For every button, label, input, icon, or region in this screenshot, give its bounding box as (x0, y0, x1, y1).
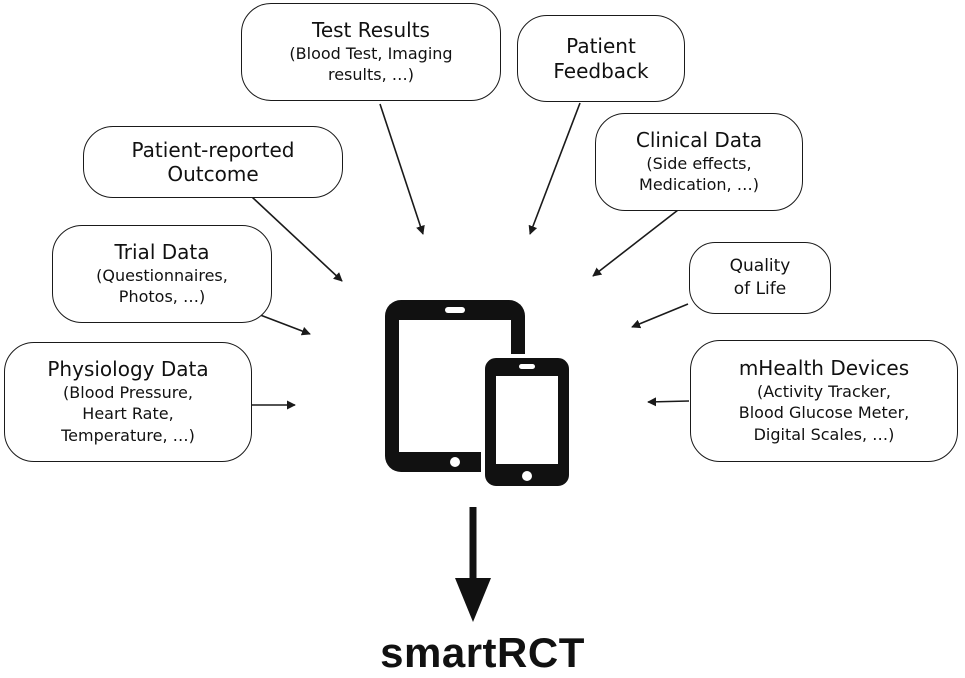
source-bubble-patient-reported-outcome: Patient-reported Outcome (83, 126, 343, 198)
arrow-trial-data (254, 312, 311, 336)
source-bubble-physiology-data: Physiology Data (Blood Pressure, Heart R… (4, 342, 252, 462)
source-detail: Blood Glucose Meter, (738, 403, 910, 423)
source-detail: results, …) (327, 65, 414, 85)
source-detail: Photos, …) (118, 287, 206, 307)
source-bubble-test-results: Test Results (Blood Test, Imaging result… (241, 3, 501, 101)
source-detail: (Blood Test, Imaging (289, 43, 453, 63)
tablet-and-smartphone-icon (385, 300, 573, 490)
arrow-test-results (379, 103, 425, 235)
arrow-mhealth-devices (647, 397, 690, 407)
source-title: Patient (566, 34, 636, 59)
result-label: smartRCT (380, 629, 585, 676)
source-detail: Medication, …) (639, 175, 759, 195)
source-title: Physiology Data (47, 357, 209, 382)
source-bubble-clinical-data: Clinical Data (Side effects, Medication,… (595, 113, 803, 211)
arrow-quality-of-life (631, 303, 689, 329)
source-bubble-trial-data: Trial Data (Questionnaires, Photos, …) (52, 225, 272, 323)
source-detail: (Side effects, (646, 153, 752, 173)
arrow-output-head (455, 578, 491, 622)
arrow-patient-feedback (528, 102, 581, 235)
source-title: Clinical Data (635, 128, 763, 153)
source-bubble-patient-feedback: Patient Feedback (517, 15, 685, 102)
source-bubble-mhealth-devices: mHealth Devices (Activity Tracker, Blood… (690, 340, 958, 462)
source-title: Trial Data (114, 240, 210, 265)
source-detail: Quality (729, 256, 791, 277)
source-detail: Digital Scales, …) (753, 424, 895, 444)
source-title: Test Results (312, 18, 430, 43)
smartphone-icon (481, 354, 573, 490)
source-detail: (Activity Tracker, (757, 381, 891, 401)
source-detail: Temperature, …) (61, 425, 195, 445)
source-bubble-quality-of-life: Quality of Life (689, 242, 831, 314)
source-detail: (Questionnaires, (96, 265, 228, 285)
source-title: mHealth Devices (738, 356, 910, 381)
source-title: Patient-reported (131, 137, 295, 162)
arrow-patient-reported-outcome (251, 196, 343, 282)
source-title: Outcome (167, 162, 259, 186)
source-detail: of Life (733, 279, 787, 299)
arrow-clinical-data (592, 209, 679, 277)
source-detail: Heart Rate, (82, 404, 174, 424)
source-detail: (Blood Pressure, (63, 382, 193, 402)
source-title: Feedback (553, 58, 649, 83)
